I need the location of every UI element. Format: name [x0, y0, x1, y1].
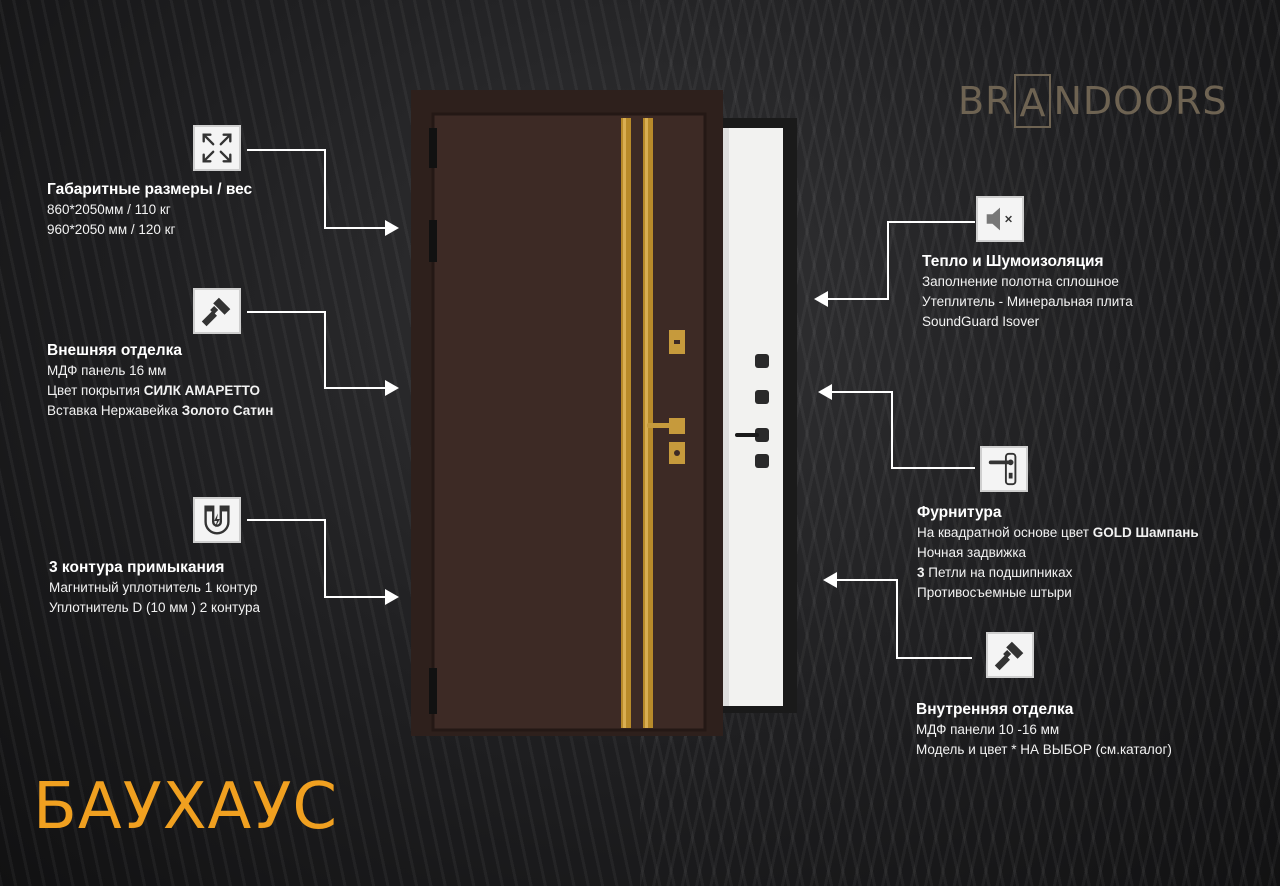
exterior-line: Цвет покрытия СИЛК АМАРЕТТО: [47, 381, 273, 401]
inner-latch: [755, 454, 769, 468]
logo-text-start: BR: [958, 79, 1013, 123]
arrows-expand-icon: [193, 125, 241, 171]
exterior-line: МДФ панель 16 мм: [47, 363, 167, 378]
exterior-title: Внешняя отделка: [47, 342, 183, 359]
hardware-line: Ночная задвижка: [917, 545, 1027, 560]
dimensions-block: Габаритные размеры / вес 860*2050мм / 11…: [47, 180, 252, 240]
hinge-bottom: [429, 668, 437, 714]
hardware-base-label: На квадратной основе цвет: [917, 525, 1093, 540]
inner-handle: [735, 433, 759, 437]
dimensions-line: 960*2050 мм / 120 кг: [47, 222, 176, 237]
inner-lock-cylinder: [755, 354, 769, 368]
outer-handle: [647, 423, 675, 428]
exterior-color-label: Цвет покрытия: [47, 383, 144, 398]
paint-brush-icon: [986, 632, 1034, 678]
door-leaf: [433, 114, 705, 730]
interior-block: Внутренняя отделка МДФ панели 10 -16 мм …: [916, 700, 1172, 760]
hardware-hinge-count: 3: [917, 565, 925, 580]
seals-line: Уплотнитель D (10 мм ) 2 контура: [49, 600, 261, 615]
exterior-line: Вставка Нержавейка Золото Сатин: [47, 401, 273, 421]
inner-handle-plate: [755, 428, 769, 442]
hardware-hinge-label: Петли на подшипниках: [924, 565, 1073, 580]
speaker-mute-icon: [976, 196, 1024, 242]
brand-logo: BR A NDOORS: [958, 70, 1230, 132]
seals-block: 3 контура примыкания Магнитный уплотните…: [49, 558, 260, 618]
interior-line: Модель и цвет * НА ВЫБОР (см.каталог): [916, 742, 1172, 757]
insulation-line: SoundGuard Isover: [922, 314, 1040, 329]
hardware-line: 3 Петли на подшипниках: [917, 563, 1199, 583]
hardware-line: На квадратной основе цвет GOLD Шампань: [917, 523, 1199, 543]
exterior-insert-label: Вставка Нержавейка: [47, 403, 182, 418]
hardware-base-color: GOLD Шампань: [1092, 525, 1199, 540]
exterior-block: Внешняя отделка МДФ панель 16 мм Цвет по…: [47, 341, 273, 421]
connector-hardware: [818, 384, 975, 469]
exterior-color-value: СИЛК АМАРЕТТО: [143, 383, 261, 398]
hardware-line: Противосъемные штыри: [917, 585, 1072, 600]
dimensions-line: 860*2050мм / 110 кг: [47, 202, 171, 217]
connector-seals: [247, 519, 399, 605]
door-inner-panel: [723, 128, 783, 706]
magnet-icon: [193, 497, 241, 543]
insulation-line: Утеплитель - Минеральная плита: [922, 294, 1133, 309]
insulation-block: Тепло и Шумоизоляция Заполнение полотна …: [922, 252, 1133, 332]
hinge-middle: [429, 220, 437, 262]
door-image: [411, 90, 797, 736]
connector-dimensions: [247, 149, 399, 236]
paint-brush-icon: [193, 288, 241, 334]
insulation-title: Тепло и Шумоизоляция: [922, 253, 1104, 270]
connector-interior: [823, 572, 972, 659]
door-illustration: [405, 88, 805, 748]
product-name: БАУХАУС: [33, 770, 338, 844]
insulation-line: Заполнение полотна сплошное: [922, 274, 1119, 289]
dimensions-title: Габаритные размеры / вес: [47, 181, 253, 198]
outer-handle-plate: [669, 418, 685, 434]
hinge-top: [429, 128, 437, 168]
seals-title: 3 контура примыкания: [49, 559, 225, 576]
exterior-insert-value: Золото Сатин: [181, 403, 274, 418]
hardware-block: Фурнитура На квадратной основе цвет GOLD…: [917, 503, 1199, 603]
logo-door-frame: A: [1014, 74, 1052, 128]
door-handle-icon: [980, 446, 1028, 492]
connector-exterior: [247, 311, 399, 396]
logo-text-end: NDOORS: [1053, 79, 1228, 123]
inner-lock-plate: [755, 390, 769, 404]
hardware-title: Фурнитура: [917, 504, 1002, 521]
seals-line: Магнитный уплотнитель 1 контур: [49, 580, 258, 595]
interior-line: МДФ панели 10 -16 мм: [916, 722, 1060, 737]
connector-insulation: [814, 221, 975, 307]
interior-title: Внутренняя отделка: [916, 701, 1074, 718]
